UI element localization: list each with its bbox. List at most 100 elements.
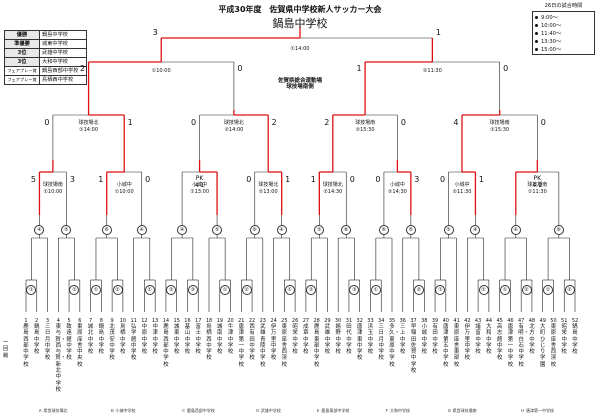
match-circle: ⑥ [341,225,352,235]
team-number: 11 [130,318,137,324]
score-left: 0 [246,175,252,184]
team-name: 諸富中学校 [475,324,481,356]
match-circle: ⑤ [443,225,454,235]
team-number: 25 [281,318,288,324]
match-time: ①14:00 [290,46,310,52]
results-row: 準優勝城東中学校 [4,39,87,49]
team-number: 32 [356,318,363,324]
team-name: 武雄中学校 [324,324,331,356]
venue-legend: Ｂ 小城中学校 [110,408,136,413]
score-right: 0 [540,118,546,127]
match-circle: ① [543,285,554,295]
match-circle: ⑤ [314,225,325,235]
team-name: 昭栄中学校 [292,324,298,356]
results-row: フェアプレー賞鳥栖西中学校 [4,75,87,85]
schedule-time: 15:00～ [541,46,562,53]
team-number: 37 [410,318,417,324]
score-left: 0 [44,118,50,127]
team-number: 3 [45,318,50,324]
match-time: ②14:30 [387,189,407,195]
side-caption: ー回戦 [3,340,9,359]
team-number: 4 [56,318,60,324]
schedule-box: 26日の試合時間 9:00～10:00～11:40～13:30～15:00～ [532,3,595,55]
team-name: 大和中学校 [486,324,492,356]
team-number: 7 [88,318,93,324]
schedule-time: 10:00～ [541,22,562,29]
result-team: 武雄中学校 [39,48,87,58]
match-venue: 球技場南 [42,182,63,188]
score-left: 0 [439,175,446,184]
schedule-time: 9:00～ [541,14,558,21]
result-rank: 優勝 [4,30,40,40]
team-name: 中津中学校 [152,324,158,356]
team-number: 21 [238,318,245,324]
match-venue: 球技場南 [489,120,510,126]
team-number: 9 [110,318,114,324]
venue-legend: Ｃ 鹿島西部中学校 [181,408,215,413]
team-number: 16 [184,318,191,324]
team-name: 三日月中学校 [378,324,384,362]
match-time: ②14:00 [224,127,244,133]
match-circle: ② [69,285,80,295]
score-right: 3 [69,175,75,184]
schedule-time: 13:30～ [541,38,562,45]
score-right: 0 [237,64,243,73]
score-right: 0 [400,118,406,127]
bullet-icon [535,23,538,27]
result-team: 城東中学校 [39,39,87,49]
score-right: 0 [503,64,509,73]
team-name: 東原庠舎西渓校 [281,324,288,368]
bullet-icon [535,39,538,43]
team-name: 多久・東原中学校 [389,324,400,368]
score-left: 2 [324,118,330,127]
team-name: 小城中学校 [421,324,427,356]
team-number: 46 [507,318,514,324]
match-circle: ② [166,285,177,295]
team-number: 34 [378,318,385,324]
match-circle: ① [500,285,511,295]
team-name: 弘学館中学校 [130,324,137,362]
match-circle: ② [413,285,424,295]
venue-legend: Ｄ 武雄中学校 [255,408,281,413]
team-number: 28 [313,318,320,324]
team-number: 48 [528,318,536,324]
team-number: 8 [99,318,103,324]
team-name: 中原中学校 [141,324,148,356]
result-rank: 3位 [4,48,40,58]
team-name: 浜玉中学校 [367,324,374,356]
team-number: 39 [431,318,439,324]
team-number: 14 [162,318,170,324]
team-name: 三上中学校 [400,324,406,356]
team-name: 昭栄中学校 [561,324,567,356]
team-number: 10 [119,318,127,324]
match-time: ①11:30 [527,189,547,195]
team-number: 1 [24,318,28,324]
match-venue: 球技場北 [258,182,279,188]
match-circle: ⑥ [101,225,112,235]
match-venue: 球技場北 [223,120,244,126]
match-circle: ② [564,285,575,295]
team-number: 22 [248,318,256,324]
team-number: 47 [517,318,525,324]
team-name: 唐津第五中学校 [443,324,449,368]
team-number: 19 [216,318,223,324]
match-time: ①10:00 [43,189,63,195]
schedule-header: 26日の試合時間 [544,3,583,9]
match-circle: ① [144,285,155,295]
team-name: 城東中学校 [174,324,180,356]
team-number: 41 [453,318,460,324]
match-venue: 球技場南 [527,182,548,188]
team-number: 23 [259,318,266,324]
match-circle: ⑥ [378,225,389,235]
team-name: 城北中学校 [87,324,94,356]
team-number: 38 [421,318,428,324]
match-circle: ① [90,285,101,295]
team-number: 26 [291,318,299,324]
team-name: 鹿島西部中学校 [163,324,169,368]
match-circle: ④ [136,225,147,235]
match-circle: ① [435,285,446,295]
team-name: 鳥栖西中学校 [206,324,212,362]
team-name: 唐津第一中学校 [238,324,244,368]
score-right: 2 [271,118,277,127]
